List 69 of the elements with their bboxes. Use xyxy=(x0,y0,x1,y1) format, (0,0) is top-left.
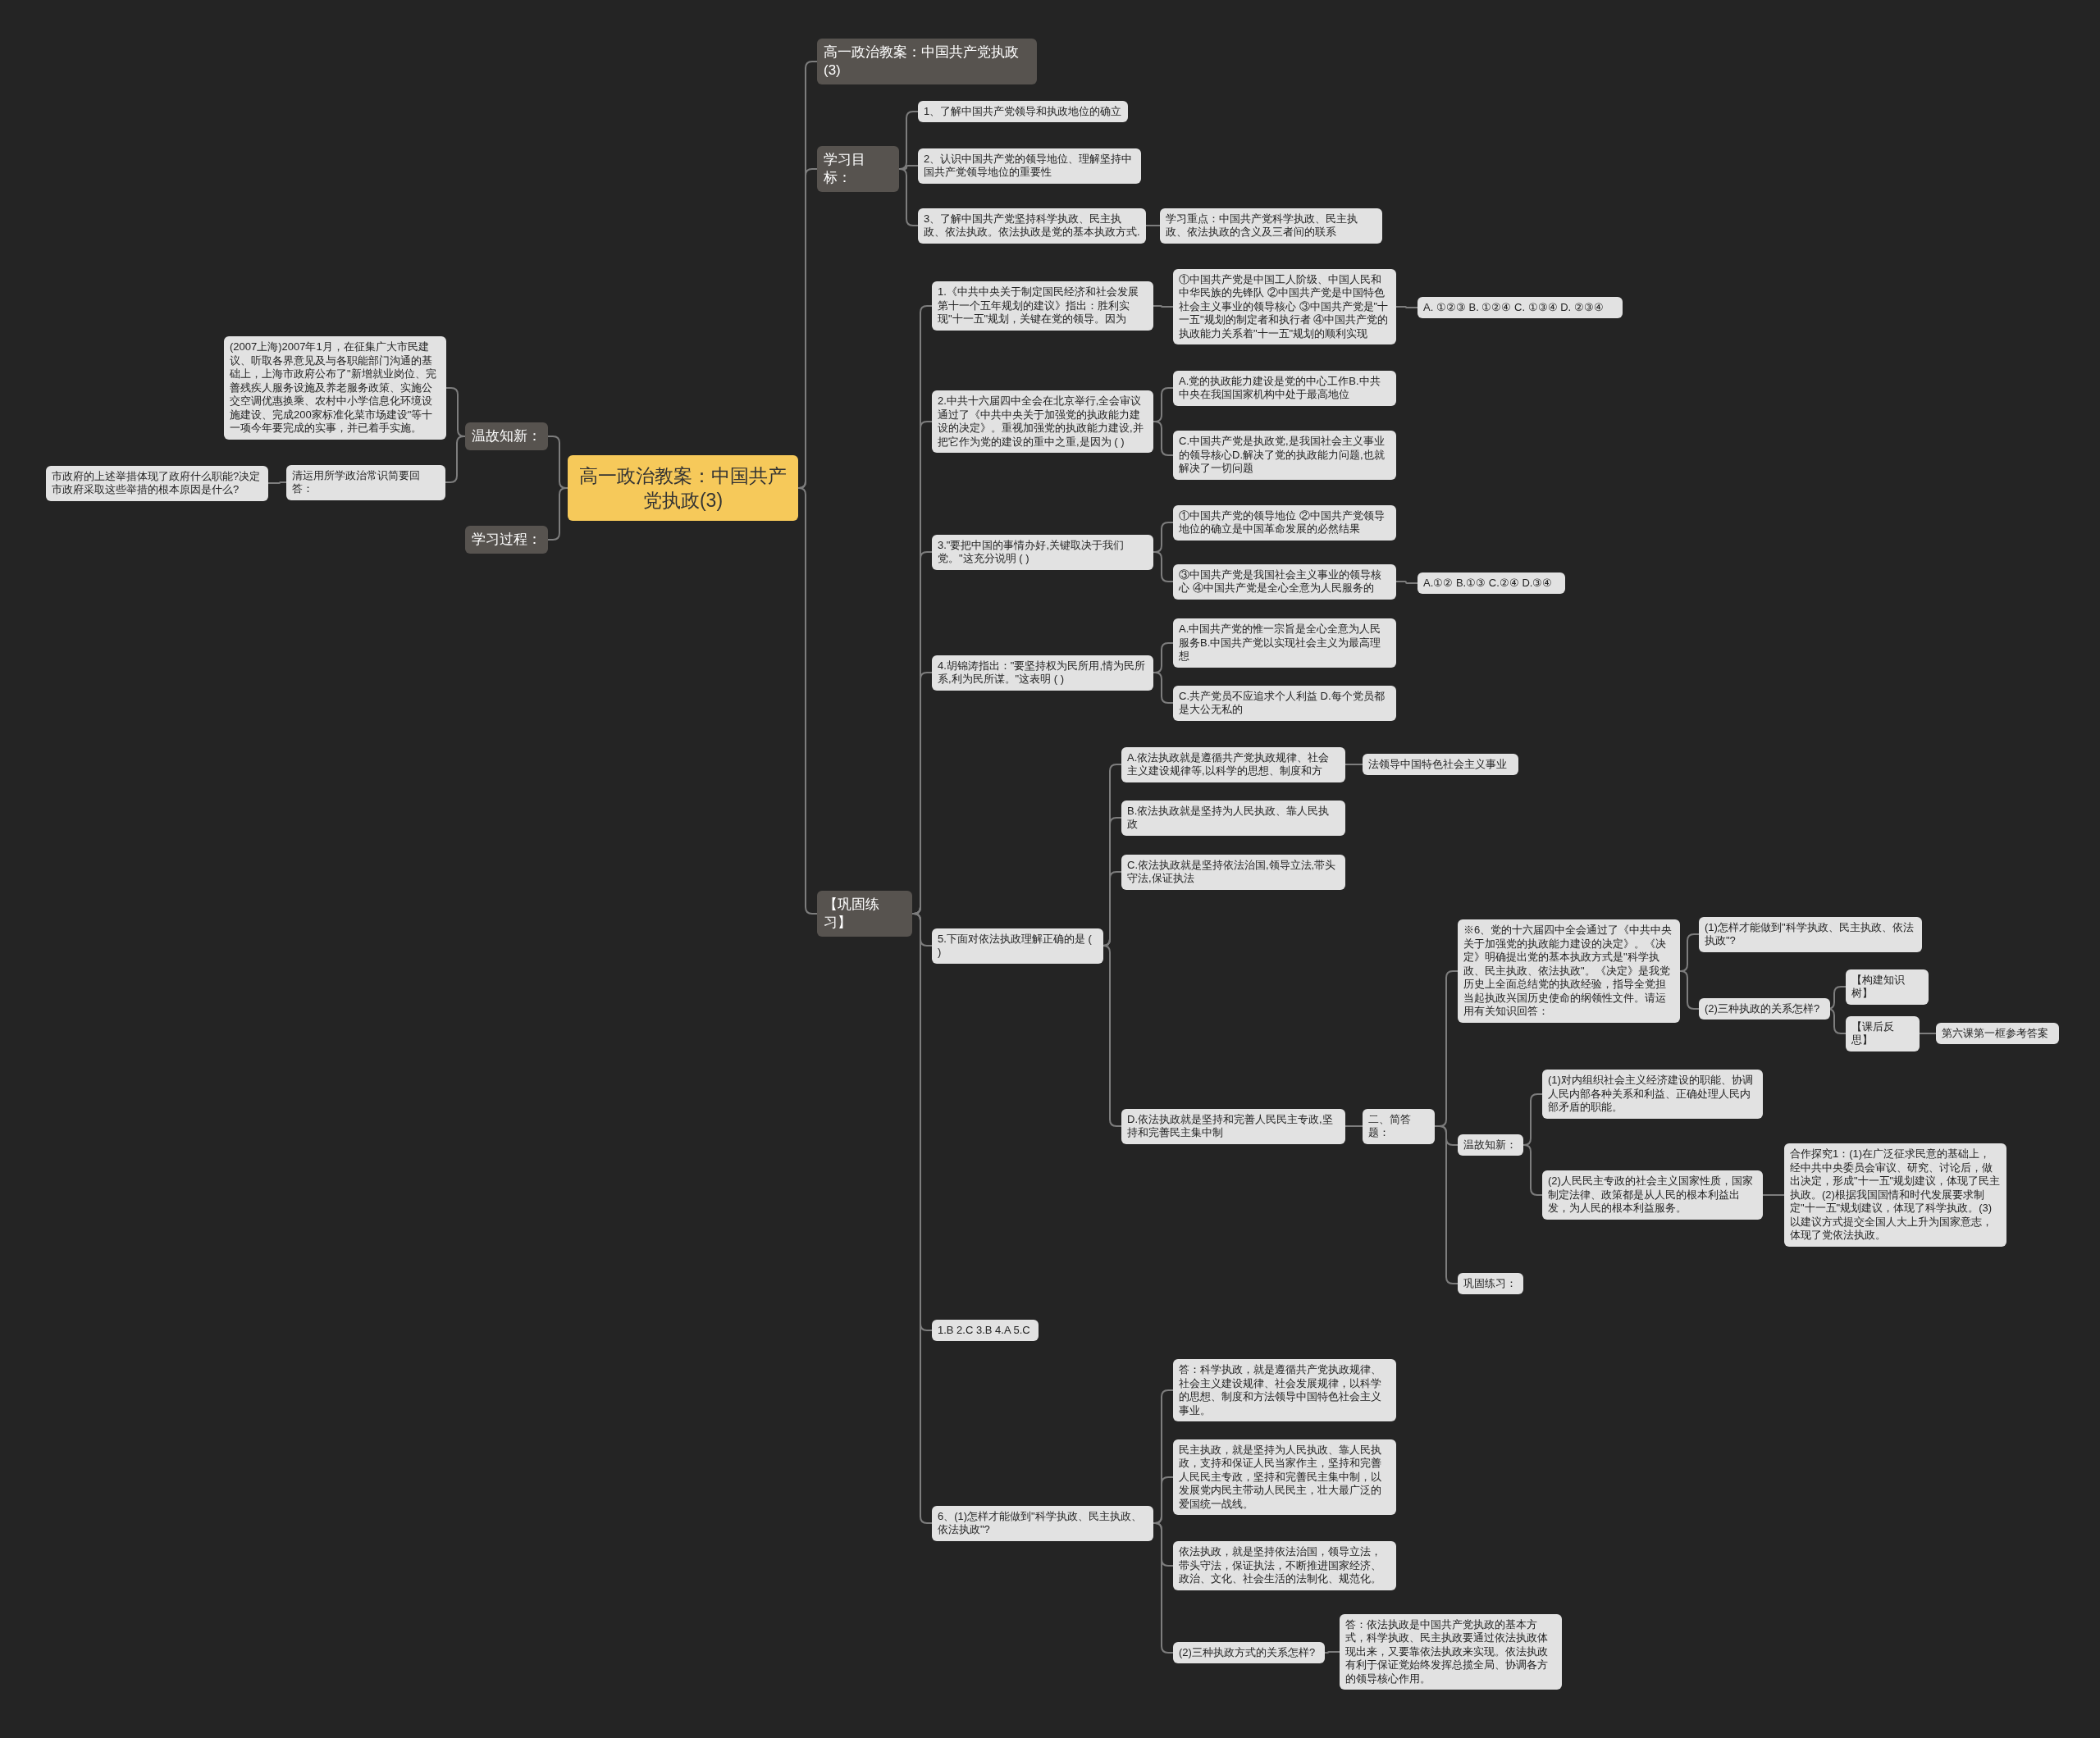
connector-line xyxy=(445,436,466,483)
connector-line xyxy=(1145,225,1161,226)
topic-box: 第六课第一框参考答案 xyxy=(1936,1022,2059,1044)
topic-box: ③中国共产党是我国社会主义事业的领导核心 ④中国共产党是全心全意为人民服务的 xyxy=(1173,563,1396,600)
topic-box: 合作探究1：(1)在广泛征求民意的基础上，经中共中央委员会审议、研究、讨论后，做出决定，形成"十一五"规划建议，体现了民主执政。(2)根据我国国情和时代发展要求制定"十一五"规划建议，体现了科学执政。(3)以建议方式提交全国人大上升为国家意志，体现了党依法执政。 xyxy=(1784,1143,2006,1247)
topic-box: D.依法执政就是坚持和完善人民民主专政,坚持和完善民主集中制 xyxy=(1121,1108,1345,1144)
topic-box: ※6、党的十六届四中全会通过了《中共中央关于加强党的执政能力建设的决定》。《决定》明确提出党的基本执政方式是"科学执政、民主执政、依法执政"。《决定》是我党历史上全面总结党的执政经验，指导全党担当起执政兴国历史使命的纲领性文件。请运用有关知识回答： xyxy=(1458,919,1680,1023)
topic-box: 二、简答题： xyxy=(1363,1108,1435,1144)
branch-topic-box: 学习目标： xyxy=(817,146,899,192)
topic-box: A.中国共产党的惟一宗旨是全心全意为人民服务B.中国共产党以实现社会主义为最高理想 xyxy=(1173,618,1396,668)
topic-box: 【构建知识树】 xyxy=(1846,969,1929,1005)
connector-line xyxy=(1919,1033,1937,1034)
topic-box: B.依法执政就是坚持为人民执政、靠人民执政 xyxy=(1121,800,1345,836)
connector-line xyxy=(267,481,287,484)
branch-topic-box: 学习过程： xyxy=(465,526,548,554)
connector-line xyxy=(1153,1522,1174,1654)
connector-line xyxy=(911,913,933,1524)
connector-line xyxy=(1153,551,1174,582)
topic-box: 2、认识中国共产党的领导地位、理解坚持中国共产党领导地位的重要性 xyxy=(918,148,1141,184)
topic-box: C.中国共产党是执政党,是我国社会主义事业的领导核心D.解决了党的执政能力问题,也就解决了一切问题 xyxy=(1173,431,1396,480)
topic-box: 学习重点：中国共产党科学执政、民主执政、依法执政的含义及三者间的联系 xyxy=(1160,208,1382,244)
topic-box: 6、(1)怎样才能做到"科学执政、民主执政、依法执政"? xyxy=(932,1505,1153,1541)
topic-box: C.共产党员不应追求个人利益 D.每个党员都是大公无私的 xyxy=(1173,685,1396,721)
connector-line xyxy=(1344,1125,1363,1127)
topic-box: 1.《中共中央关于制定国民经济和社会发展第十一个五年规划的建议》指出：胜利实现"十一五"规划，关键在党的领导。因为 xyxy=(932,281,1153,331)
branch-topic-box: 【巩固练习】 xyxy=(817,891,912,937)
topic-box: (2)三种执政方式的关系怎样? xyxy=(1173,1641,1325,1663)
topic-box: 1.B 2.C 3.B 4.A 5.C xyxy=(932,1319,1039,1341)
topic-box: C.依法执政就是坚持依法治国,领导立法,带头守法,保证执法 xyxy=(1121,854,1345,890)
topic-box: 1、了解中国共产党领导和执政地位的确立 xyxy=(918,100,1128,122)
topic-box: 【课后反思】 xyxy=(1846,1015,1920,1051)
connector-line xyxy=(1153,672,1174,704)
connector-line xyxy=(1395,581,1418,584)
topic-box: 市政府的上述举措体现了政府什么职能?决定市政府采取这些举措的根本原因是什么? xyxy=(46,465,268,501)
topic-box: 答：依法执政是中国共产党执政的基本方式，科学执政、民主执政要通过依法执政体现出来，又要靠依法执政来实现。依法执政有利于保证党始终发挥总揽全局、协调各方的领导核心作用。 xyxy=(1340,1613,1562,1690)
topic-box: (2007上海)2007年1月，在征集广大市民建议、听取各界意见及与各职能部门沟通的基础上，上海市政府公布了"新增就业岗位、完善残疾人服务设施及养老服务政策、实施公交空调优惠换乘、农村中小学信息化环境设施建设、完成200家标准化菜市场建设"等十一项今年要完成的实事，并已着手实施。 xyxy=(224,336,446,440)
connector-line xyxy=(547,487,568,541)
topic-box: (2)三种执政的关系怎样? xyxy=(1699,997,1830,1020)
topic-box: 5.下面对依法执政理解正确的是 ( ) xyxy=(932,928,1103,964)
topic-box: A. ①②③ B. ①②④ C. ①③④ D. ②③④ xyxy=(1418,296,1623,318)
connector-line xyxy=(1395,306,1418,308)
topic-box: 巩固练习： xyxy=(1458,1272,1523,1294)
connector-line xyxy=(1762,1194,1785,1196)
topic-box: ①中国共产党的领导地位 ②中国共产党领导地位的确立是中国革命发展的必然结果 xyxy=(1173,504,1396,541)
topic-box: 4.胡锦涛指出："要坚持权为民所用,情为民所系,利为民所谋。"这表明 ( ) xyxy=(932,655,1153,691)
connector-line xyxy=(1324,1651,1340,1654)
branch-topic-box: 温故知新： xyxy=(465,422,548,450)
central-topic-box: 高一政治教案：中国共产党执政(3) xyxy=(568,455,798,521)
topic-box: A.①② B.①③ C.②④ D.③④ xyxy=(1418,572,1565,594)
connector-line xyxy=(1679,970,1700,1010)
topic-box: A.依法执政就是遵循共产党执政规律、社会主义建设规律等,以科学的思想、制度和方 xyxy=(1121,746,1345,782)
connector-line xyxy=(1153,421,1174,456)
connector-line xyxy=(1153,305,1174,308)
topic-box: 温故知新： xyxy=(1458,1134,1523,1156)
topic-box: 民主执政，就是坚持为人民执政、靠人民执政，支持和保证人民当家作主，坚持和完善人民民主专政，坚持和完善民主集中制，以发展党内民主带动人民民主，壮大最广泛的爱国统一战线。 xyxy=(1173,1439,1396,1515)
topic-box: A.党的执政能力建设是党的中心工作B.中共中央在我国国家机构中处于最高地位 xyxy=(1173,370,1396,406)
topic-box: ①中国共产党是中国工人阶级、中国人民和中华民族的先锋队 ②中国共产党是中国特色社会主义事业的领导核心 ③中国共产党是"十一五"规划的制定者和执行者 ④中国共产党的执政能力关系着"十一五"规划的顺利实现 xyxy=(1173,268,1396,344)
topic-box: 答：科学执政，就是遵循共产党执政规律、社会主义建设规律、社会发展规律，以科学的思想、制度和方法领导中国特色社会主义事业。 xyxy=(1173,1359,1396,1421)
topic-box: 2.中共十六届四中全会在北京举行,全会审议通过了《中共中央关于加强党的执政能力建设的决定》。重视加强党的执政能力建设,并把它作为党的建设的重中之重,是因为 ( ) xyxy=(932,390,1153,453)
topic-box: (1)怎样才能做到"科学执政、民主执政、依法执政"? xyxy=(1699,916,1922,952)
topic-box: 依法执政，就是坚持依法治国，领导立法，带头守法，保证执法，不断推进国家经济、政治、文化、社会生活的法制化、规范化。 xyxy=(1173,1541,1396,1590)
branch-topic-box: 高一政治教案：中国共产党执政(3) xyxy=(817,39,1037,84)
topic-box: 3、了解中国共产党坚持科学执政、民主执政、依法执政。依法执政是党的基本执政方式. xyxy=(918,208,1146,244)
topic-box: (1)对内组织社会主义经济建设的职能、协调人民内部各种关系和利益、正确处理人民内部矛盾的职能。 xyxy=(1542,1070,1763,1119)
topic-box: 法领导中国特色社会主义事业 xyxy=(1363,753,1518,775)
topic-box: 清运用所学政治常识简要回答： xyxy=(286,464,445,500)
topic-box: 3."要把中国的事情办好,关键取决于我们党。"这充分说明 ( ) xyxy=(932,534,1153,570)
connector-line xyxy=(1344,764,1363,765)
topic-box: (2)人民民主专政的社会主义国家性质，国家制定法律、政策都是从人民的根本利益出发，为人民的根本利益服务。 xyxy=(1542,1170,1763,1220)
